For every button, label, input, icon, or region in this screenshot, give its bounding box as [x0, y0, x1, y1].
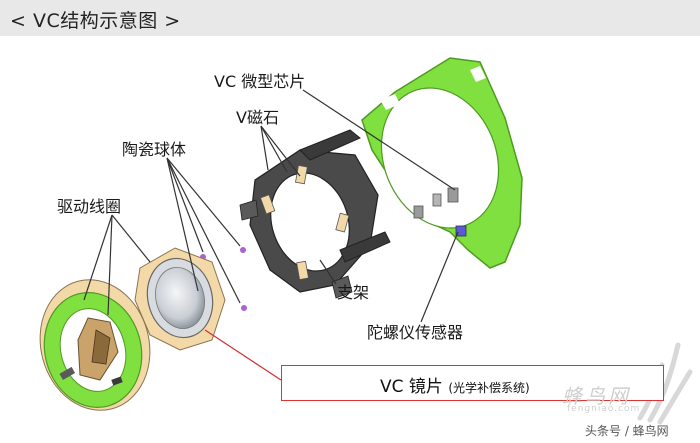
- bracket-frame: [239, 129, 391, 299]
- vc-lens-callout-box: VC 镜片 (光学补偿系统): [281, 365, 664, 401]
- label-vc-chip: VC 微型芯片: [214, 72, 306, 91]
- watermark-url-text: fengniao.com: [567, 404, 641, 414]
- vc-lens-callout-text: VC 镜片 (光学补偿系统): [380, 372, 530, 397]
- drive-coil-board: [39, 279, 151, 411]
- label-ceramic-balls: 陶瓷球体: [122, 140, 187, 159]
- vc-lens-element: [134, 247, 226, 351]
- vc-lens-sublabel: (光学补偿系统): [448, 381, 530, 395]
- label-gyro-sensor: 陀螺仪传感器: [367, 323, 464, 342]
- label-drive-coil: 驱动线圈: [57, 197, 122, 216]
- gyro-sensor-board: [361, 57, 523, 269]
- gyro-sensor-chip: [455, 225, 467, 237]
- source-credit: 头条号 / 蜂鸟网: [585, 424, 669, 438]
- leader-lines: [83, 89, 459, 323]
- label-bracket: 支架: [337, 283, 370, 302]
- label-v-magnet: V磁石: [236, 108, 279, 127]
- lens-leader-line: [204, 329, 282, 381]
- diagram-title: < VC结构示意图 >: [10, 10, 181, 32]
- title-bar: < VC结构示意图 >: [0, 0, 700, 36]
- watermark-logo-text: 蜂鸟网: [562, 384, 631, 408]
- vc-microchip: [447, 187, 459, 203]
- vc-lens-label: VC 镜片: [380, 377, 443, 397]
